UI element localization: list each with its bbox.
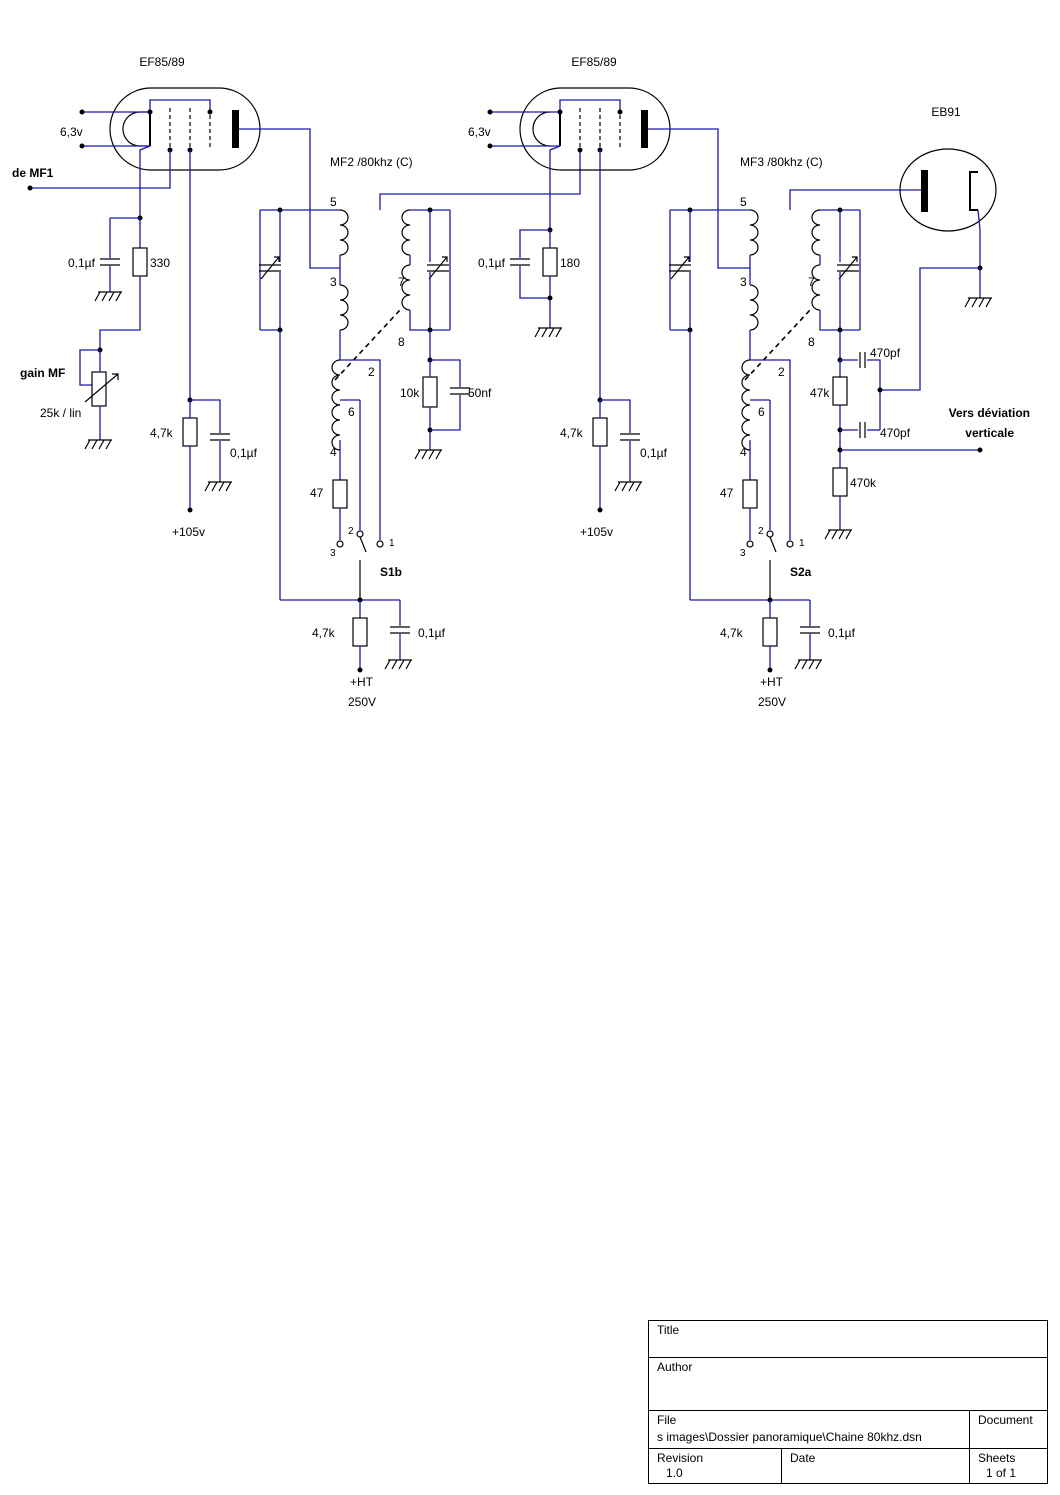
ht-1-label: +HT — [350, 675, 374, 689]
mf2-pin5: 5 — [330, 195, 337, 209]
s1-label: S1b — [380, 565, 402, 579]
r47-2-label: 47 — [720, 486, 734, 500]
s2-pos3: 3 — [740, 548, 746, 559]
c4-label: 0,1µf — [640, 446, 668, 460]
schematic-diagram: EF85/89 6,3v de MF1 0,1µf 330 — [12, 55, 1030, 709]
s1-pos2: 2 — [348, 526, 354, 537]
tube-2-label: EF85/89 — [571, 55, 617, 69]
s1-pos1: 1 — [389, 538, 395, 549]
mf2-pin3: 3 — [330, 275, 337, 289]
c-ht2-label: 0,1µf — [828, 626, 856, 640]
mf3-pin8: 8 — [808, 335, 815, 349]
tube-3-label: EB91 — [931, 105, 961, 119]
r47k-ht1-label: 4,7k — [312, 626, 336, 640]
r47k-ht2-label: 4,7k — [720, 626, 744, 640]
document-label: Document — [978, 1413, 1033, 1427]
title-label: Title — [657, 1323, 680, 1337]
sheets-label: Sheets — [978, 1451, 1016, 1465]
s2-pos2: 2 — [758, 526, 764, 537]
ht-1-voltage: 250V — [348, 695, 376, 709]
mf3-pin4: 4 — [740, 445, 747, 459]
mf3-label: MF3 /80khz (C) — [740, 155, 823, 169]
file-label: File — [657, 1413, 677, 1427]
gain-label: gain MF — [20, 366, 65, 380]
mf2-pin4: 4 — [330, 445, 337, 459]
date-label: Date — [790, 1451, 816, 1465]
s2-label: S2a — [790, 565, 812, 579]
r47k-det-label: 47k — [810, 386, 830, 400]
revision-value: 1.0 — [666, 1466, 683, 1480]
stage-1: EF85/89 6,3v de MF1 0,1µf 330 — [12, 55, 340, 539]
mf2-pin8: 8 — [398, 335, 405, 349]
mf3-transformer: MF3 /80khz (C) 5 3 7 8 EB91 — [668, 105, 1030, 709]
c470p-1-label: 470pf — [870, 346, 901, 360]
file-row: File s images\Dossier panoramique\Chaine… — [649, 1411, 1047, 1449]
tube-3-envelope — [899, 148, 997, 232]
author-label: Author — [657, 1360, 693, 1374]
heater-label-2: 6,3v — [468, 125, 491, 139]
c470p-2-label: 470pf — [880, 426, 911, 440]
c50n-label: 50nf — [468, 386, 492, 400]
tube-1-heater — [122, 111, 141, 147]
output-label-2: verticale — [965, 426, 1014, 440]
heater-label-1: 6,3v — [60, 125, 83, 139]
r47-1-label: 47 — [310, 486, 324, 500]
mf2-label: MF2 /80khz (C) — [330, 155, 413, 169]
mf3-pin2: 2 — [778, 365, 785, 379]
r47k-1-label: 4,7k — [150, 426, 174, 440]
mf3-pin3: 3 — [740, 275, 747, 289]
sheets-value: 1 of 1 — [986, 1466, 1017, 1480]
mf2-pin6: 6 — [348, 405, 355, 419]
title-block: Title Author File s images\Dossier panor… — [648, 1320, 1048, 1484]
ht-2-voltage: 250V — [758, 695, 786, 709]
r330-label: 330 — [150, 256, 170, 270]
output-label-1: Vers déviation — [949, 406, 1030, 420]
s2-pos1: 1 — [799, 538, 805, 549]
mf2-pin2: 2 — [368, 365, 375, 379]
mf2-transformer: MF2 /80khz (C) 5 3 7 8 10k — [258, 150, 581, 709]
author-row: Author — [649, 1358, 1047, 1411]
revision-label: Revision — [657, 1451, 704, 1465]
input-label: de MF1 — [12, 166, 54, 180]
c3-label: 0,1µf — [478, 256, 506, 270]
b-plus-2-label: +105v — [580, 525, 613, 539]
r180-label: 180 — [560, 256, 580, 270]
title-row: Title — [649, 1321, 1047, 1358]
stage-2: EF85/89 6,3v 0,1µf 180 4,7k — [468, 55, 750, 539]
mf2-pin7: 7 — [398, 275, 405, 289]
s1-pos3: 3 — [330, 548, 336, 559]
gain-value: 25k / lin — [40, 406, 81, 420]
r10k-label: 10k — [400, 386, 420, 400]
r47k-2-label: 4,7k — [560, 426, 584, 440]
tube-1-label: EF85/89 — [139, 55, 185, 69]
r470k-label: 470k — [850, 476, 877, 490]
revision-row: Revision 1.0 Date Sheets 1 of 1 — [649, 1449, 1047, 1483]
file-value: s images\Dossier panoramique\Chaine 80kh… — [657, 1430, 922, 1444]
c1-label: 0,1µf — [68, 256, 96, 270]
mf3-pin7: 7 — [808, 275, 815, 289]
ht-2-label: +HT — [760, 675, 784, 689]
b-plus-1-label: +105v — [172, 525, 205, 539]
mf3-pin6: 6 — [758, 405, 765, 419]
mf3-pin5: 5 — [740, 195, 747, 209]
c-ht1-label: 0,1µf — [418, 626, 446, 640]
c2-label: 0,1µf — [230, 446, 258, 460]
